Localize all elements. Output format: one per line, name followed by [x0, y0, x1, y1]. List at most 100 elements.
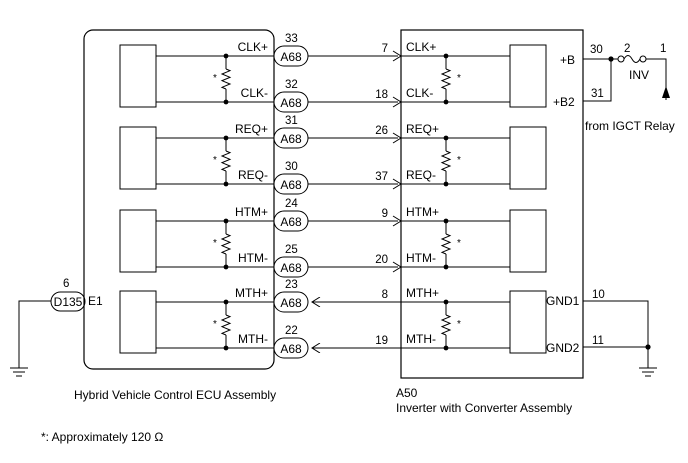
plus-b-pin: 30	[590, 44, 603, 56]
resistor-note: *: Approximately 120 Ω	[41, 430, 163, 444]
ecu-ground-wire	[18, 300, 51, 368]
ground-pin: 6	[63, 278, 69, 290]
ecu-signal-htm-minus: HTM-	[238, 251, 268, 265]
inv-pin-htm-minus: 20	[375, 254, 388, 266]
connector-mth-plus	[273, 291, 309, 313]
ecu-channel-req	[119, 126, 157, 190]
connector-req-minus	[273, 173, 309, 195]
fuse-pin-right: 1	[660, 43, 666, 55]
resistor-icon	[220, 314, 232, 336]
ecu-pin-req-minus: 30	[285, 161, 298, 173]
resistor-mark: *	[457, 319, 461, 330]
connector-label-mth-minus: A68	[280, 342, 302, 356]
resistor-mark: *	[457, 155, 461, 166]
ecu-signal-clk-minus: CLK-	[241, 86, 268, 100]
resistor-icon	[440, 68, 452, 90]
ecu-signal-htm-plus: HTM+	[235, 205, 268, 219]
resistor-mark: *	[457, 238, 461, 249]
ecu-channel-mth	[119, 290, 157, 354]
connector-label-req-minus: A68	[280, 178, 302, 192]
inverter-name: Inverter with Converter Assembly	[396, 401, 572, 415]
inv-pin-req-minus: 37	[375, 171, 388, 183]
ecu-name: Hybrid Vehicle Control ECU Assembly	[74, 388, 276, 402]
ecu-signal-mth-minus: MTH-	[238, 332, 268, 346]
ecu-outline	[83, 29, 275, 370]
inv-channel-clk	[509, 44, 547, 108]
fuse-name: INV	[629, 68, 649, 82]
connector-htm-plus	[273, 210, 309, 232]
inv-pin-clk-minus: 18	[375, 89, 388, 101]
ecu-channel-clk	[119, 44, 157, 108]
inv-ground-symbol	[639, 367, 657, 377]
ecu-pin-clk-minus: 32	[285, 79, 298, 91]
inv-pin-htm-plus: 9	[382, 208, 388, 220]
connector-label-clk-plus: A68	[280, 50, 302, 64]
ecu-ground-symbol	[10, 367, 28, 377]
plus-b2-wire	[583, 59, 612, 102]
inv-signal-mth-plus: MTH+	[406, 286, 439, 300]
inv-channel-req	[509, 126, 547, 190]
inv-pin-mth-plus: 8	[382, 289, 388, 301]
fuse-icon	[623, 55, 641, 63]
resistor-icon	[440, 314, 452, 336]
ecu-pin-htm-plus: 24	[285, 198, 298, 210]
resistor-icon	[440, 150, 452, 172]
inv-channel-htm	[509, 209, 547, 273]
resistor-mark: *	[457, 73, 461, 84]
connector-label-clk-minus: A68	[280, 96, 302, 110]
inverter-code: A50	[396, 386, 418, 400]
resistor-mark: *	[213, 73, 217, 84]
ecu-pin-htm-minus: 25	[285, 244, 298, 256]
resistor-icon	[220, 68, 232, 90]
ecu-pin-req-plus: 31	[285, 115, 298, 127]
plus-b2-label: +B2	[553, 95, 575, 109]
gnd1-label: GND1	[546, 294, 580, 308]
fuse-pin-left: 2	[624, 43, 630, 55]
connector-label-req-plus: A68	[280, 132, 302, 146]
gnd2-label: GND2	[546, 341, 580, 355]
ecu-signal-clk-plus: CLK+	[238, 40, 268, 54]
gnd2-pin: 11	[592, 335, 604, 347]
fuse-terminal-right	[639, 55, 647, 63]
inv-channel-mth	[509, 290, 547, 354]
inv-signal-req-minus: REQ-	[406, 168, 436, 182]
resistor-icon	[220, 233, 232, 255]
inv-signal-clk-minus: CLK-	[406, 86, 433, 100]
resistor-mark: *	[213, 155, 217, 166]
inv-signal-req-plus: REQ+	[406, 122, 439, 136]
ecu-code: E1	[88, 294, 103, 308]
connector-clk-plus	[273, 45, 309, 67]
plus-b-label: +B	[560, 53, 575, 67]
ecu-pin-mth-minus: 22	[285, 325, 298, 337]
connector-label-htm-minus: A68	[280, 261, 302, 275]
connector-req-plus	[273, 127, 309, 149]
connector-htm-minus	[273, 256, 309, 278]
inv-signal-htm-minus: HTM-	[406, 251, 436, 265]
resistor-mark: *	[213, 238, 217, 249]
gnd1-pin: 10	[592, 289, 605, 301]
resistor-mark: *	[213, 319, 217, 330]
inv-pin-clk-plus: 7	[382, 43, 388, 55]
resistor-icon	[220, 150, 232, 172]
inv-signal-htm-plus: HTM+	[406, 205, 439, 219]
inverter-outline	[400, 29, 584, 379]
power-junction	[608, 56, 614, 62]
plus-b2-pin: 31	[591, 88, 604, 100]
inv-pin-mth-minus: 19	[375, 335, 388, 347]
resistor-icon	[440, 233, 452, 255]
connector-label-mth-plus: A68	[280, 296, 302, 310]
ecu-signal-req-minus: REQ-	[238, 168, 268, 182]
connector-mth-minus	[273, 337, 309, 359]
fuse-terminal-left	[617, 55, 625, 63]
relay-arrow-icon	[662, 86, 670, 98]
ecu-pin-mth-plus: 23	[285, 279, 298, 291]
power-source-label: from IGCT Relay	[585, 119, 675, 133]
ecu-signal-req-plus: REQ+	[235, 122, 268, 136]
ecu-channel-htm	[119, 209, 157, 273]
inv-signal-clk-plus: CLK+	[406, 40, 436, 54]
connector-clk-minus	[273, 91, 309, 113]
ecu-pin-clk-plus: 33	[285, 33, 298, 45]
ecu-signal-mth-plus: MTH+	[235, 286, 268, 300]
ground-connector-label: D135	[54, 295, 83, 309]
